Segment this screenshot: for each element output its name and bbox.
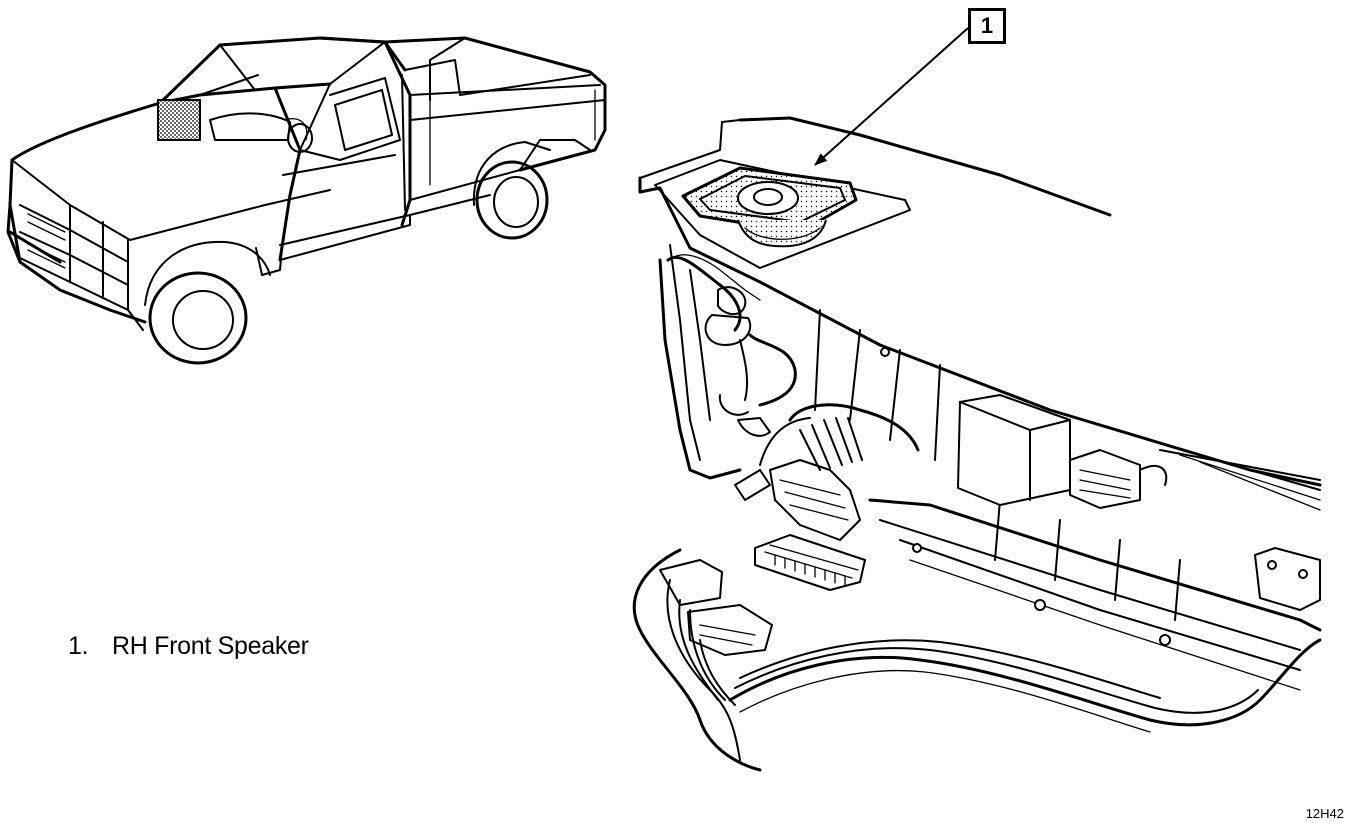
speaker-location-marker xyxy=(157,99,201,141)
figure-code: 12H42 xyxy=(1305,806,1344,821)
callout-number: 1 xyxy=(980,13,994,38)
pickup-truck-locator xyxy=(6,36,607,365)
callout-leader-line xyxy=(814,27,969,166)
legend-item-label: RH Front Speaker xyxy=(112,632,309,660)
callout-number-box: 1 xyxy=(968,8,1006,44)
legend-item-number: 1. xyxy=(68,632,89,660)
instrument-panel-detail xyxy=(632,116,1322,772)
legend-item: 1. RH Front Speaker xyxy=(68,632,309,661)
rh-front-speaker xyxy=(681,166,858,248)
